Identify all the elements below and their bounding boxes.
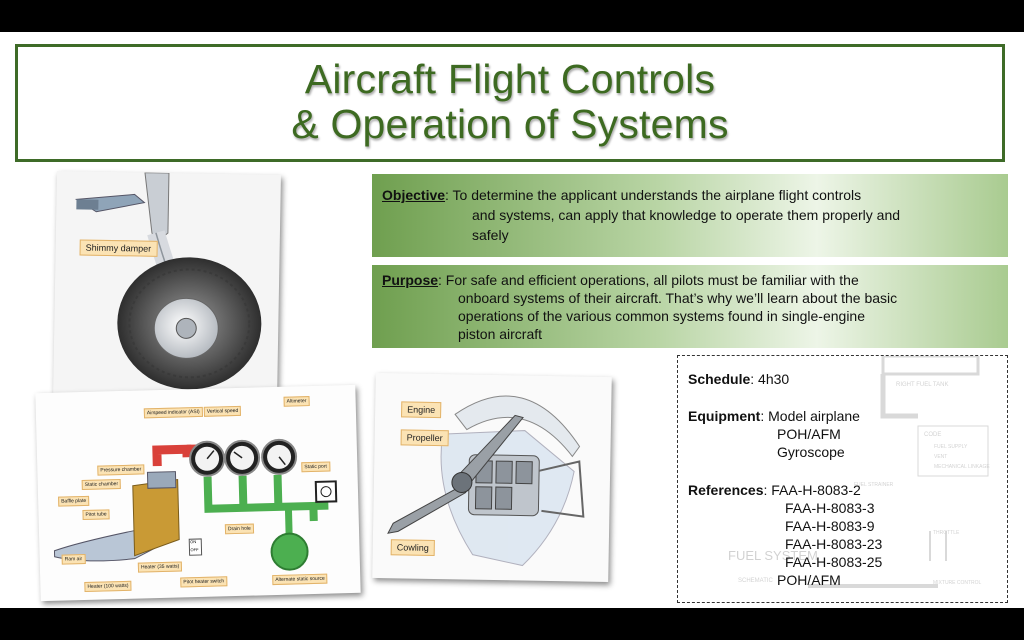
equipment-label: Equipment — [688, 408, 761, 424]
airspeed-indicator-label: Airspeed indicator (ASI) — [143, 406, 203, 419]
propeller-label: Propeller — [400, 429, 449, 447]
reference-item: : FAA-H-8083-2 — [763, 482, 861, 498]
wm-vent: VENT — [934, 454, 947, 460]
purpose-line-1: : For safe and efficient operations, all… — [438, 272, 859, 288]
objective-line-3: safely — [472, 227, 509, 243]
wm-mixture-control: MIXTURE CONTROL — [933, 580, 982, 586]
wm-fuel-system: FUEL SYSTEM — [728, 548, 818, 563]
objective-box: Objective: To determine the applicant un… — [372, 174, 1008, 257]
pitot-tube-label: Pitot tube — [82, 509, 110, 521]
references-row: References: FAA-H-8083-2 — [688, 481, 861, 500]
landing-gear-image: Shimmy damper — [53, 171, 281, 400]
heater-35-label: Heater (35 watts) — [137, 561, 183, 573]
purpose-line-4: piston aircraft — [458, 326, 543, 342]
wm-code: CODE — [924, 432, 941, 438]
info-box: RIGHT FUEL TANK CODE FUEL SUPPLY VENT ME… — [677, 355, 1008, 603]
vertical-speed-label: Vertical speed — [203, 405, 242, 417]
objective-heading: Objective — [382, 187, 446, 203]
drain-hole-label: Drain hole — [224, 523, 254, 535]
baffle-plate-label: Baffle plate — [58, 495, 90, 507]
shimmy-damper-label: Shimmy damper — [79, 239, 158, 257]
reference-item: FAA-H-8083-23 — [785, 536, 883, 552]
alternate-static-source-label: Alternate static source — [272, 573, 328, 586]
landing-gear-illustration — [74, 172, 262, 390]
pitot-static-illustration — [53, 438, 338, 571]
reference-item: POH/AFM — [777, 572, 841, 588]
heater-100-label: Heater (100 watts) — [84, 580, 132, 593]
title-line-2: & Operation of Systems — [291, 101, 729, 147]
purpose-line-3: operations of the various common systems… — [458, 308, 865, 324]
wm-right-fuel-tank: RIGHT FUEL TANK — [896, 382, 948, 388]
switch-on-label: ON — [190, 539, 197, 545]
equipment-row: Equipment: Model airplane — [688, 407, 860, 426]
engine-illustration — [387, 395, 585, 567]
equipment-item: Gyroscope — [777, 444, 845, 460]
wm-throttle: THROTTLE — [933, 530, 960, 536]
reference-item: FAA-H-8083-25 — [785, 554, 883, 570]
reference-item: FAA-H-8083-9 — [785, 518, 875, 534]
static-port-label: Static port — [301, 461, 330, 473]
wm-fuel-strainer: FUEL STRAINER — [854, 482, 894, 488]
pitot-heater-switch-label: Pitot heater switch — [180, 576, 228, 588]
engine-label: Engine — [401, 401, 442, 419]
objective-line-1: : To determine the applicant understands… — [445, 187, 862, 203]
title-line-1: Aircraft Flight Controls — [304, 56, 716, 102]
static-chamber-label: Static chamber — [81, 479, 122, 491]
pitot-static-image: Airspeed indicator (ASI) Vertical speed … — [35, 384, 361, 602]
schedule-value: : 4h30 — [750, 371, 790, 387]
schedule-label: Schedule — [688, 371, 751, 387]
altimeter-label: Altimeter — [283, 396, 310, 407]
schedule-row: Schedule: 4h30 — [688, 370, 789, 389]
fuel-system-watermark: RIGHT FUEL TANK CODE FUEL SUPPLY VENT ME… — [728, 356, 990, 588]
slide: Aircraft Flight Controls & Operation of … — [0, 32, 1024, 608]
wm-fuel-supply: FUEL SUPPLY — [934, 444, 968, 450]
engine-image: Engine Propeller Cowling — [372, 372, 612, 583]
purpose-line-2: onboard systems of their aircraft. That’… — [458, 290, 898, 306]
wm-mechanical-linkage: MECHANICAL LINKAGE — [934, 464, 990, 470]
switch-off-label: OFF — [190, 547, 199, 553]
equipment-item: : Model airplane — [760, 408, 860, 424]
objective-line-2: and systems, can apply that knowledge to… — [472, 207, 901, 223]
title-box: Aircraft Flight Controls & Operation of … — [15, 44, 1005, 162]
reference-item: FAA-H-8083-3 — [785, 500, 875, 516]
cowling-label: Cowling — [390, 539, 435, 557]
ram-air-label: Ram air — [61, 553, 86, 565]
purpose-heading: Purpose — [382, 272, 439, 288]
pressure-chamber-label: Pressure chamber — [97, 464, 145, 476]
purpose-box: Purpose: For safe and efficient operatio… — [372, 265, 1008, 348]
wm-schematic: SCHEMATIC — [738, 578, 774, 584]
equipment-item: POH/AFM — [777, 426, 841, 442]
references-label: References — [688, 482, 764, 498]
